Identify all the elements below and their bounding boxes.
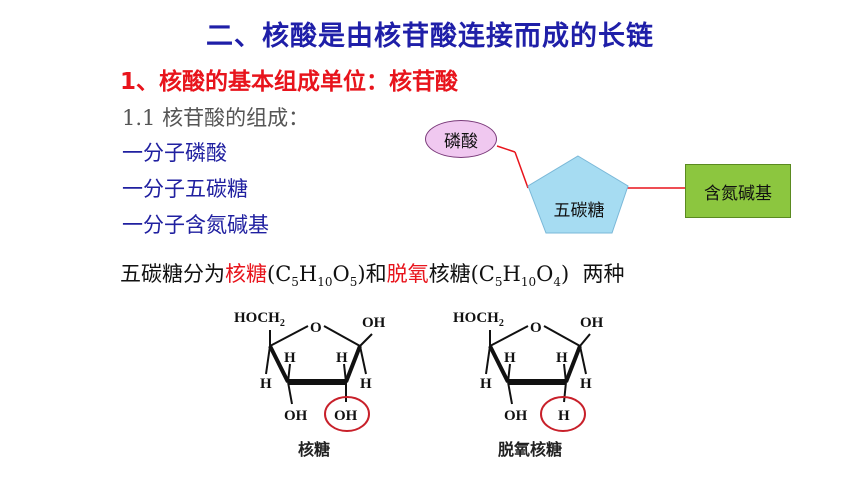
pentose-label: 五碳糖 [553, 201, 605, 221]
subsection-heading: 1.1 核苷酸的组成： [122, 106, 310, 130]
formula2-close: ) [560, 262, 570, 286]
svg-text:HOCH2: HOCH2 [453, 310, 504, 329]
ribose-h1: H [284, 350, 296, 366]
sentence-ribose2: 核糖 [428, 262, 471, 286]
sentence-deoxy: 脱氧 [386, 262, 429, 286]
formula2-o: O [536, 262, 554, 286]
sentence-tail: 两种 [569, 262, 625, 286]
ribose-caption: 核糖 [298, 440, 331, 459]
page-title: 二、核酸是由核苷酸连接而成的长链 [206, 21, 654, 52]
deoxyribose-oh-bottom: OH [504, 408, 528, 424]
phosphate-oval: 磷酸 [425, 120, 497, 158]
sentence-and: 和 [365, 262, 387, 286]
deoxyribose-hoch2: HOCH [453, 310, 499, 326]
deoxyribose-h3: H [480, 376, 492, 392]
ribose-hoch2: HOCH [234, 310, 280, 326]
deoxyribose-oh-right: OH [580, 315, 604, 331]
ribose-highlight-circle [324, 396, 370, 432]
formula1-sub3: 5 [349, 275, 358, 290]
connector-phosphate [496, 145, 516, 153]
formula1-o: O [332, 262, 350, 286]
sentence-part1: 五碳糖分为 [120, 262, 225, 286]
base-box: 含氮碱基 [685, 164, 791, 218]
formula1-h: H [298, 262, 318, 286]
component-item-phosphate: 一分子磷酸 [122, 141, 227, 165]
formula1-close: ) [357, 262, 366, 286]
ribose-oh-right: OH [362, 315, 386, 331]
ribose-oh-bottom: OH [284, 408, 308, 424]
ribose-circled-group: OH [334, 408, 358, 424]
formula2-sub2: 10 [520, 275, 537, 290]
formula2-h: H [502, 262, 521, 286]
deoxyribose-h4: H [580, 376, 592, 392]
formula2-sub3: 4 [553, 275, 561, 290]
formula1-sub2: 10 [317, 275, 333, 290]
pentose-types-sentence: 五碳糖分为核糖(C5H10O5)和脱氧核糖(C5H10O4) 两种 [120, 258, 625, 289]
deoxyribose-highlight-circle [540, 396, 586, 432]
pentose-pentagon [527, 155, 629, 234]
formula2-sub1: 5 [494, 275, 503, 290]
deoxyribose-ring-o: O [530, 320, 542, 336]
component-item-pentose: 一分子五碳糖 [122, 177, 248, 201]
svg-text:HOCH2: HOCH2 [234, 310, 285, 329]
component-item-base: 一分子含氮碱基 [122, 213, 269, 237]
deoxyribose-h2: H [556, 350, 568, 366]
ribose-h4: H [360, 376, 372, 392]
formula2-open: (C [470, 262, 495, 286]
ribose-ring-o: O [310, 320, 322, 336]
deoxyribose-circled-group: H [558, 408, 570, 424]
sentence-ribose: 核糖 [225, 262, 267, 286]
deoxyribose-structure: HOCH2 O OH H H H H OH H [453, 310, 604, 432]
deoxyribose-hoch2-sub: 2 [499, 318, 504, 329]
deoxyribose-h1: H [504, 350, 516, 366]
ribose-hoch2-sub: 2 [280, 318, 285, 329]
ribose-structure: HOCH2 O OH H H H H OH OH [234, 310, 386, 432]
deoxyribose-caption: 脱氧核糖 [498, 440, 563, 459]
formula1-sub1: 5 [291, 275, 299, 290]
ribose-h3: H [260, 376, 272, 392]
ribose-h2: H [336, 350, 348, 366]
section-heading: 1、核酸的基本组成单位：核苷酸 [120, 69, 459, 95]
connector-phosphate-2 [514, 151, 529, 189]
formula1-open: (C [267, 262, 292, 286]
